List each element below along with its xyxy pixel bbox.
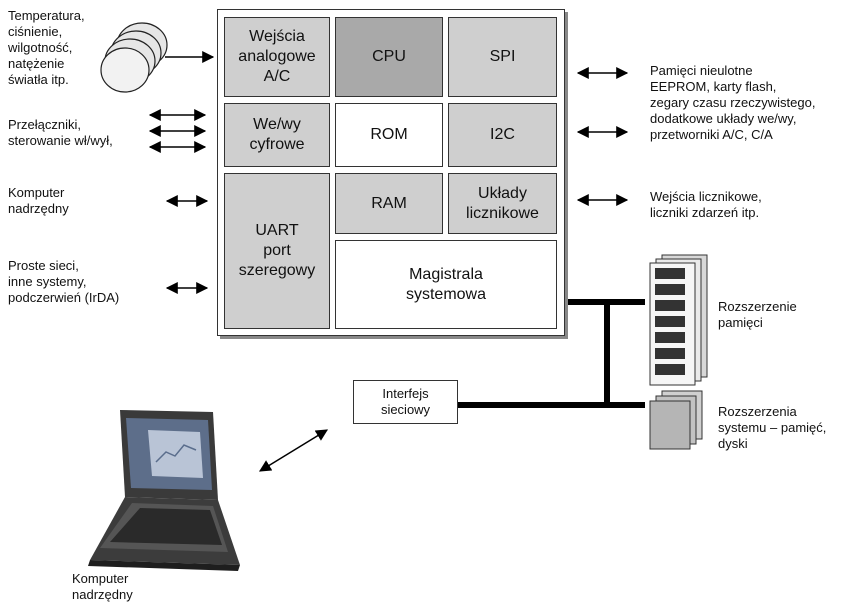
network-interface-box: Interfejs sieciowy xyxy=(353,380,458,424)
system-bus-block: Magistrala systemowa xyxy=(335,240,557,329)
laptop-arrow xyxy=(258,429,329,472)
digital-io-block: We/wy cyfrowe xyxy=(224,103,330,167)
rom-block: ROM xyxy=(335,103,443,167)
memory-expansion-label: Rozszerzenie pamięci xyxy=(718,299,797,330)
i2c-block: I2C xyxy=(448,103,557,167)
memory-module-icon xyxy=(649,254,708,386)
networks-label: Proste sieci, inne systemy, podczerwień … xyxy=(8,258,120,305)
laptop-label: Komputer nadrzędny xyxy=(72,571,133,602)
counter-inputs-label: Wejścia licznikowe, liczniki zdarzeń itp… xyxy=(650,189,762,220)
system-expansion-label: Rozszerzenia systemu – pamięć, dyski xyxy=(718,404,827,451)
analog-inputs-block: Wejścia analogowe A/C xyxy=(224,17,330,97)
cpu-block: CPU xyxy=(335,17,443,97)
uart-block: UART port szeregowy xyxy=(224,173,330,329)
laptop-icon xyxy=(88,410,240,571)
sensors-label: Temperatura, ciśnienie, wilgotność, natę… xyxy=(8,8,85,87)
bus-lines xyxy=(458,299,645,408)
memories-label: Pamięci nieulotne EEPROM, karty flash, z… xyxy=(650,63,816,142)
disk-stack-icon xyxy=(649,390,703,450)
ram-block: RAM xyxy=(335,173,443,234)
switches-label: Przełączniki, sterowanie wł/wył, xyxy=(8,117,113,148)
sensor-icon xyxy=(100,22,168,93)
spi-block: SPI xyxy=(448,17,557,97)
counters-block: Układy licznikowe xyxy=(448,173,557,234)
host-computer-label: Komputer nadrzędny xyxy=(8,185,69,216)
